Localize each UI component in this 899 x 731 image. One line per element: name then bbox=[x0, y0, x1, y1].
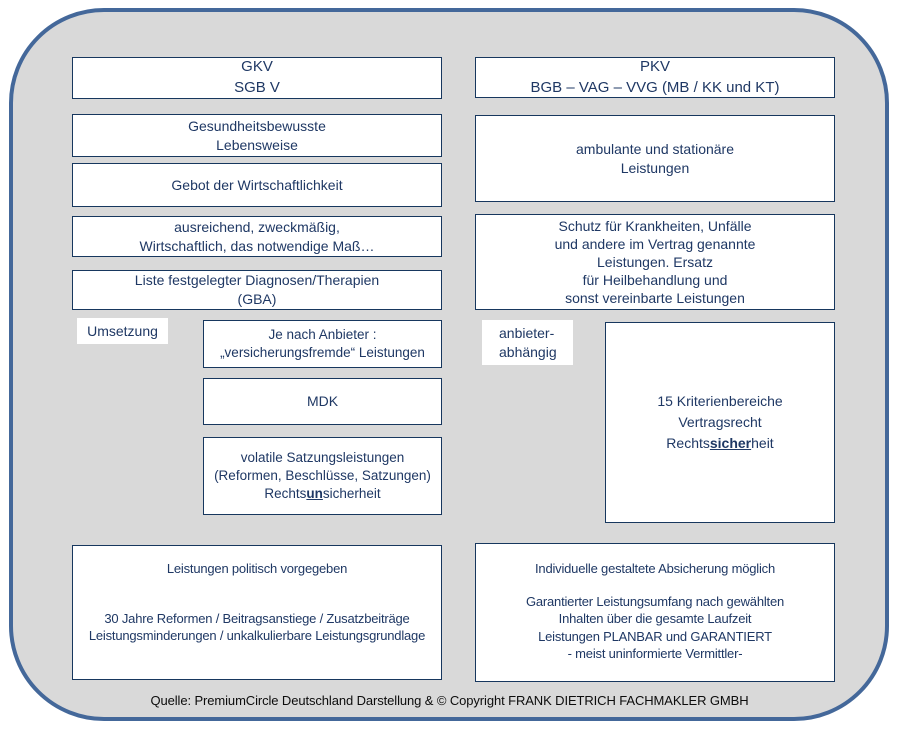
pkv-services-line2: Leistungen bbox=[620, 159, 690, 176]
gkv-volatile-line3: Rechtsunsicherheit bbox=[264, 485, 380, 503]
pkv-protection-line1: Schutz für Krankheiten, Unfälle bbox=[558, 217, 752, 234]
volatile-emphasis: un bbox=[306, 486, 323, 502]
volatile-suffix: sicherheit bbox=[322, 486, 381, 502]
pkv-protection-box: Schutz für Krankheiten, Unfälle und ande… bbox=[475, 214, 835, 310]
pkv-header-box: PKV BGB – VAG – VVG (MB / KK und KT) bbox=[475, 57, 835, 98]
gkv-mdk-box: MDK bbox=[203, 378, 442, 425]
gkv-efficiency-box: Gebot der Wirtschaftlichkeit bbox=[72, 163, 442, 207]
pkv-individual-line1: Individuelle gestaltete Absicherung mögl… bbox=[535, 561, 775, 576]
gkv-lifestyle-line1: Gesundheitsbewusste bbox=[188, 117, 326, 134]
criteria-emphasis: sicher bbox=[709, 435, 752, 451]
gkv-title: GKV bbox=[241, 58, 273, 76]
pkv-protection-line3: Leistungen. Ersatz bbox=[597, 253, 713, 270]
gkv-mdk-label: MDK bbox=[306, 393, 339, 410]
pkv-protection-line2: und andere im Vertrag genannte bbox=[554, 235, 756, 252]
gkv-political-box: Leistungen politisch vorgegeben 30 Jahre… bbox=[72, 545, 442, 680]
gkv-diagnosis-list-box: Liste festgelegter Diagnosen/Therapien (… bbox=[72, 270, 442, 310]
pkv-law: BGB – VAG – VVG (MB / KK und KT) bbox=[530, 78, 780, 96]
pkv-criteria-line2: Vertragsrecht bbox=[678, 414, 762, 430]
pkv-criteria-line3: Rechtssicherheit bbox=[666, 433, 773, 454]
anbieter-abhaengig-tag: anbieter- abhängig bbox=[482, 320, 573, 365]
umsetzung-label: Umsetzung bbox=[87, 322, 158, 339]
criteria-prefix: Rechts bbox=[666, 435, 710, 451]
gkv-scope-box: ausreichend, zweckmäßig, Wirtschaftlich,… bbox=[72, 216, 442, 257]
pkv-individual-box: Individuelle gestaltete Absicherung mögl… bbox=[475, 543, 835, 682]
pkv-protection-line4: für Heilbehandlung und bbox=[582, 272, 728, 289]
pkv-individual-line5: - meist uninformierte Vermittler- bbox=[567, 646, 743, 662]
umsetzung-tag: Umsetzung bbox=[77, 318, 168, 344]
gkv-volatile-line2: (Reformen, Beschlüsse, Satzungen) bbox=[214, 467, 431, 483]
gkv-lifestyle-box: Gesundheitsbewusste Lebensweise bbox=[72, 114, 442, 157]
criteria-suffix: heit bbox=[751, 435, 774, 451]
pkv-individual-line3: Inhalten über die gesamte Laufzeit bbox=[558, 611, 752, 627]
gkv-political-line2: 30 Jahre Reformen / Beitragsanstiege / Z… bbox=[104, 610, 410, 626]
pkv-criteria-line1: 15 Kriterienbereiche bbox=[657, 393, 783, 409]
pkv-services-box: ambulante und stationäre Leistungen bbox=[475, 115, 835, 202]
pkv-title: PKV bbox=[639, 57, 670, 75]
gkv-provider-line2: „versicherungsfremde“ Leistungen bbox=[220, 345, 425, 360]
gkv-scope-line2: Wirtschaftlich, das notwendige Maß… bbox=[139, 237, 375, 254]
gkv-volatile-box: volatile Satzungsleistungen (Reformen, B… bbox=[203, 437, 442, 515]
gkv-provider-box: Je nach Anbieter : „versicherungsfremde“… bbox=[203, 320, 442, 368]
source-copyright-line: Quelle: PremiumCircle Deutschland Darste… bbox=[150, 693, 749, 708]
gkv-political-line3: Leistungsminderungen / unkalkulierbare L… bbox=[88, 628, 426, 644]
gkv-list-line1: Liste festgelegter Diagnosen/Therapien bbox=[134, 272, 380, 289]
pkv-criteria-box: 15 Kriterienbereiche Vertragsrecht Recht… bbox=[605, 322, 835, 523]
gkv-list-line2: (GBA) bbox=[237, 291, 277, 307]
gkv-provider-line1: Je nach Anbieter : bbox=[268, 326, 377, 342]
pkv-protection-line5: sonst vereinbarte Leistungen bbox=[565, 290, 745, 307]
gkv-efficiency-text: Gebot der Wirtschaftlichkeit bbox=[171, 176, 343, 193]
gkv-law: SGB V bbox=[234, 79, 280, 96]
gkv-lifestyle-line2: Lebensweise bbox=[216, 136, 298, 153]
pkv-services-line1: ambulante und stationäre bbox=[576, 140, 734, 157]
gkv-volatile-line1: volatile Satzungsleistungen bbox=[240, 449, 405, 465]
anbieter-tag-line2: abhängig bbox=[499, 343, 557, 360]
gkv-header-box: GKV SGB V bbox=[72, 57, 442, 99]
gkv-scope-line1: ausreichend, zweckmäßig, bbox=[174, 218, 340, 235]
anbieter-tag-line1: anbieter- bbox=[499, 325, 555, 342]
pkv-individual-line2: Garantierter Leistungsumfang nach gewähl… bbox=[525, 593, 785, 609]
pkv-individual-line4: Leistungen PLANBAR und GARANTIERT bbox=[538, 628, 772, 644]
volatile-prefix: Rechts bbox=[264, 486, 307, 502]
gkv-political-line1: Leistungen politisch vorgegeben bbox=[166, 561, 348, 576]
